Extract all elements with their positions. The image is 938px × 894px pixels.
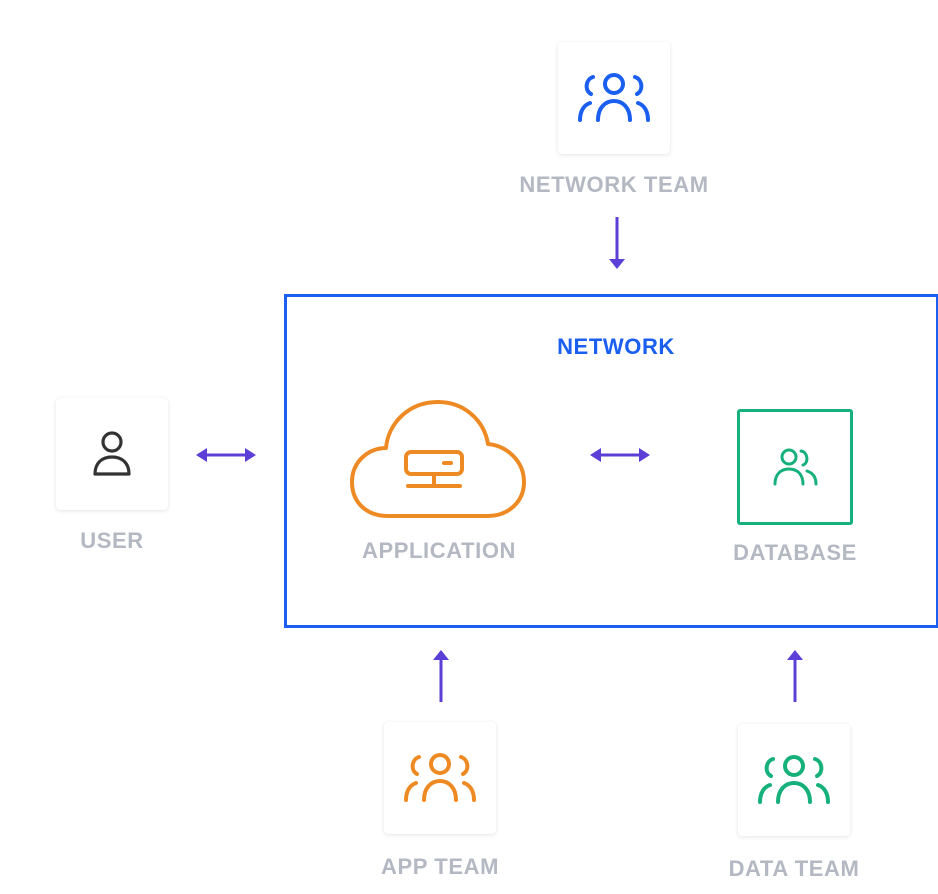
users-icon <box>773 448 818 486</box>
arrow-user-network <box>196 448 256 462</box>
arrow-network-team-to-network <box>609 217 625 269</box>
users-icon <box>404 753 476 802</box>
data-team-card[interactable] <box>738 724 850 836</box>
network-team-card[interactable] <box>558 42 670 154</box>
data-team-label: DATA TEAM <box>728 856 860 881</box>
users-icon <box>758 755 830 804</box>
network-title: NETWORK <box>557 334 675 359</box>
arrow-data-team-to-network <box>787 650 803 702</box>
application-label: APPLICATION <box>361 538 517 563</box>
app-team-label: APP TEAM <box>380 854 500 879</box>
database-node[interactable] <box>737 409 853 525</box>
user-icon <box>93 431 131 476</box>
cloud-server-icon <box>350 400 526 518</box>
network-team-label: NETWORK TEAM <box>519 172 709 197</box>
database-label: DATABASE <box>733 540 857 565</box>
arrow-app-team-to-network <box>433 650 449 702</box>
user-label: USER <box>80 528 144 553</box>
app-team-card[interactable] <box>384 722 496 834</box>
network-boundary[interactable] <box>284 294 938 628</box>
users-icon <box>578 73 650 122</box>
user-card[interactable] <box>56 398 168 510</box>
arrow-application-database <box>590 448 650 462</box>
